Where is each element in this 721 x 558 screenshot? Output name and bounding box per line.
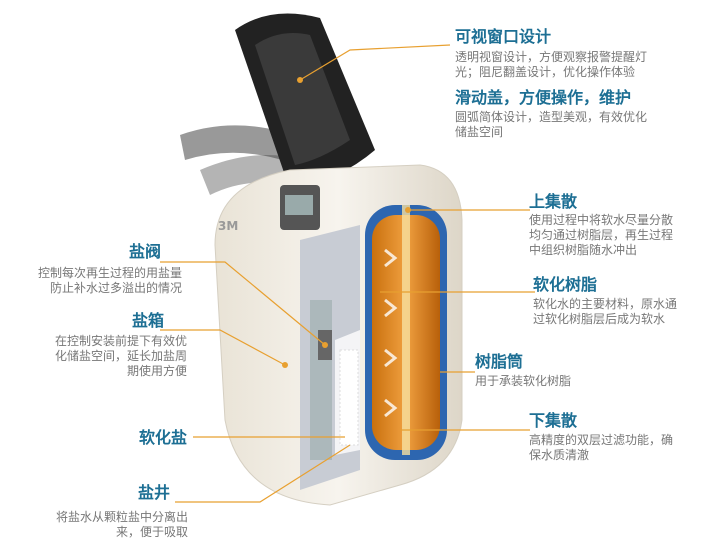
- feature-desc: 软化水的主要材料，原水通过软化树脂层后成为软水: [533, 297, 678, 326]
- feature-title: 可视窗口设计: [455, 27, 552, 46]
- leader-valve: [160, 261, 326, 346]
- leader-well: [175, 444, 351, 503]
- feature-desc: 将盐水从颗粒盐中分离出来，便于吸取: [55, 510, 188, 539]
- feature-title: 树脂筒: [475, 352, 524, 371]
- feature-desc: 用于承装软化树脂: [475, 374, 572, 388]
- feature-title: 上集散: [529, 192, 578, 211]
- feature-title: 滑动盖，方便操作，维护: [455, 88, 632, 107]
- feature-title: 盐箱: [131, 311, 164, 330]
- leader-brine: [160, 329, 286, 366]
- feature-desc: 高精度的双层过滤功能，确保水质清澈: [529, 433, 674, 462]
- leader-window: [299, 44, 451, 81]
- feature-desc: 在控制安装前提下有效优化储盐空间，延长加盐周期使用方便: [54, 334, 187, 378]
- feature-title: 盐井: [137, 483, 170, 502]
- brand-logo: 3M: [218, 219, 238, 233]
- feature-title: 下集散: [529, 411, 578, 430]
- feature-desc: 圆弧简体设计，造型美观，有效优化储盐空间: [455, 110, 648, 139]
- feature-title: 盐阀: [128, 242, 161, 261]
- feature-title: 软化盐: [138, 428, 187, 447]
- feature-desc: 透明视窗设计，方便观察报警提醒灯光；阻尼翻盖设计，优化操作体验: [455, 50, 648, 79]
- feature-title: 软化树脂: [533, 275, 598, 294]
- feature-desc: 使用过程中将软水尽量分散均匀通过树脂层，再生过程中组织树脂随水冲出: [529, 213, 674, 257]
- feature-desc: 控制每次再生过程的用盐量防止补水过多溢出的情况: [37, 266, 182, 295]
